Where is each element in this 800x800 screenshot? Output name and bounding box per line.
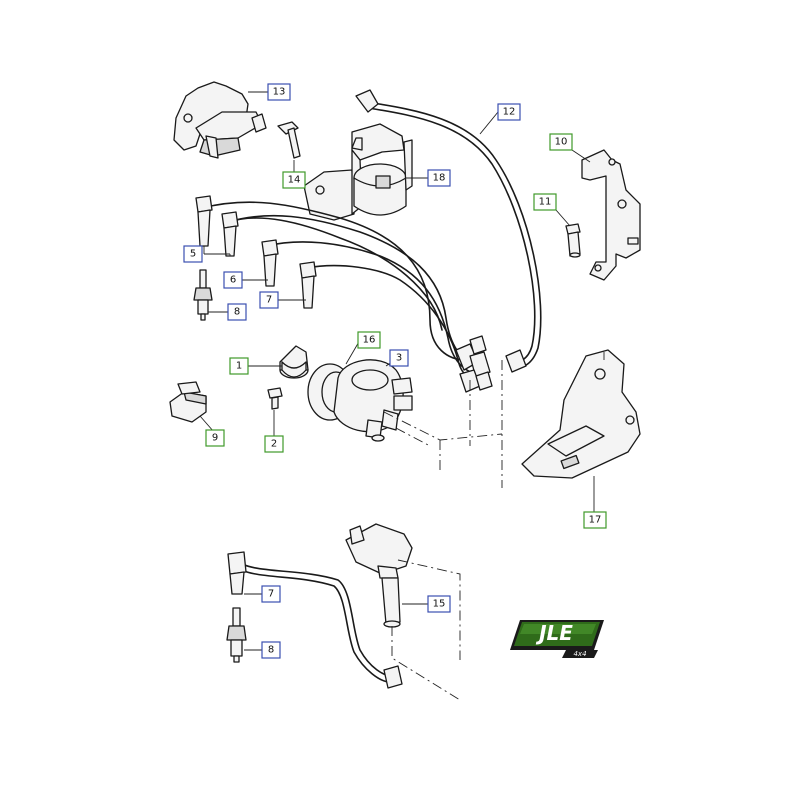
spark-plug-lower-part[interactable] bbox=[226, 607, 247, 663]
callout-5-label: 5 bbox=[190, 249, 196, 260]
callout-15: 15 bbox=[427, 595, 451, 613]
callout-13: 13 bbox=[267, 83, 291, 101]
callout-10: 10 bbox=[549, 133, 573, 151]
callout-17: 17 bbox=[583, 511, 607, 529]
sensor-part[interactable] bbox=[565, 223, 581, 258]
distributor-cap-part[interactable] bbox=[333, 359, 413, 442]
bracket-part[interactable] bbox=[581, 149, 641, 281]
callout-11-label: 11 bbox=[539, 197, 552, 208]
callout-3: 3 bbox=[389, 349, 409, 367]
callout-13-label: 13 bbox=[273, 87, 286, 98]
coil-pack-part[interactable] bbox=[345, 523, 413, 628]
callout-10-label: 10 bbox=[555, 137, 568, 148]
position-sensor-part[interactable] bbox=[169, 381, 207, 423]
callout-7-lower: 7 bbox=[261, 585, 281, 603]
logo-subtext: 4x4 bbox=[573, 650, 586, 658]
callout-17-label: 17 bbox=[589, 515, 602, 526]
plug-lead-boot-upper-part[interactable] bbox=[299, 261, 317, 309]
callout-15-label: 15 bbox=[433, 599, 446, 610]
callout-8-lower: 8 bbox=[261, 641, 281, 659]
callout-14: 14 bbox=[282, 171, 306, 189]
mounting-bracket-part[interactable] bbox=[521, 349, 641, 479]
spark-plug-boot-part[interactable] bbox=[195, 195, 239, 257]
coil-mounting-bracket-part[interactable] bbox=[303, 123, 413, 221]
callout-16: 16 bbox=[357, 331, 381, 349]
callout-11: 11 bbox=[533, 193, 557, 211]
callout-16-label: 16 bbox=[363, 335, 376, 346]
callout-7-upper: 7 bbox=[259, 291, 279, 309]
callout-2-label: 2 bbox=[271, 439, 277, 450]
callout-6: 6 bbox=[223, 271, 243, 289]
spark-plug-upper-part[interactable] bbox=[193, 269, 213, 321]
callout-14-label: 14 bbox=[288, 175, 301, 186]
ignition-coil-bracket-part[interactable] bbox=[173, 81, 267, 159]
callout-6-label: 6 bbox=[230, 275, 236, 286]
screw-part[interactable] bbox=[267, 387, 283, 410]
plug-lead-lower-part[interactable] bbox=[227, 551, 403, 689]
ignition-lead-set-part[interactable] bbox=[201, 201, 493, 393]
callout-8-upper-label: 8 bbox=[234, 307, 240, 318]
callout-12-label: 12 bbox=[503, 107, 516, 118]
leader-lines bbox=[199, 91, 605, 651]
callout-3-label: 3 bbox=[396, 353, 402, 364]
plug-lead-boot-part[interactable] bbox=[261, 239, 279, 287]
ht-lead-part[interactable] bbox=[355, 89, 542, 373]
rotor-arm-part[interactable] bbox=[279, 345, 309, 379]
callout-18: 18 bbox=[427, 169, 451, 187]
callout-1-label: 1 bbox=[236, 361, 242, 372]
callout-9: 9 bbox=[205, 429, 225, 447]
callout-8-upper: 8 bbox=[227, 303, 247, 321]
assembly-lines bbox=[383, 360, 503, 701]
callout-12: 12 bbox=[497, 103, 521, 121]
callout-1: 1 bbox=[229, 357, 249, 375]
bolt-part[interactable] bbox=[277, 121, 301, 159]
callout-5: 5 bbox=[183, 245, 203, 263]
callout-8-lower-label: 8 bbox=[268, 645, 274, 656]
logo-text: JLE bbox=[535, 621, 573, 645]
callout-7-lower-label: 7 bbox=[268, 589, 274, 600]
callout-18-label: 18 bbox=[433, 173, 446, 184]
jle-logo: JLE 4x4 bbox=[510, 620, 604, 658]
callout-7-upper-label: 7 bbox=[266, 295, 272, 306]
callout-2: 2 bbox=[264, 435, 284, 453]
callout-9-label: 9 bbox=[212, 433, 218, 444]
